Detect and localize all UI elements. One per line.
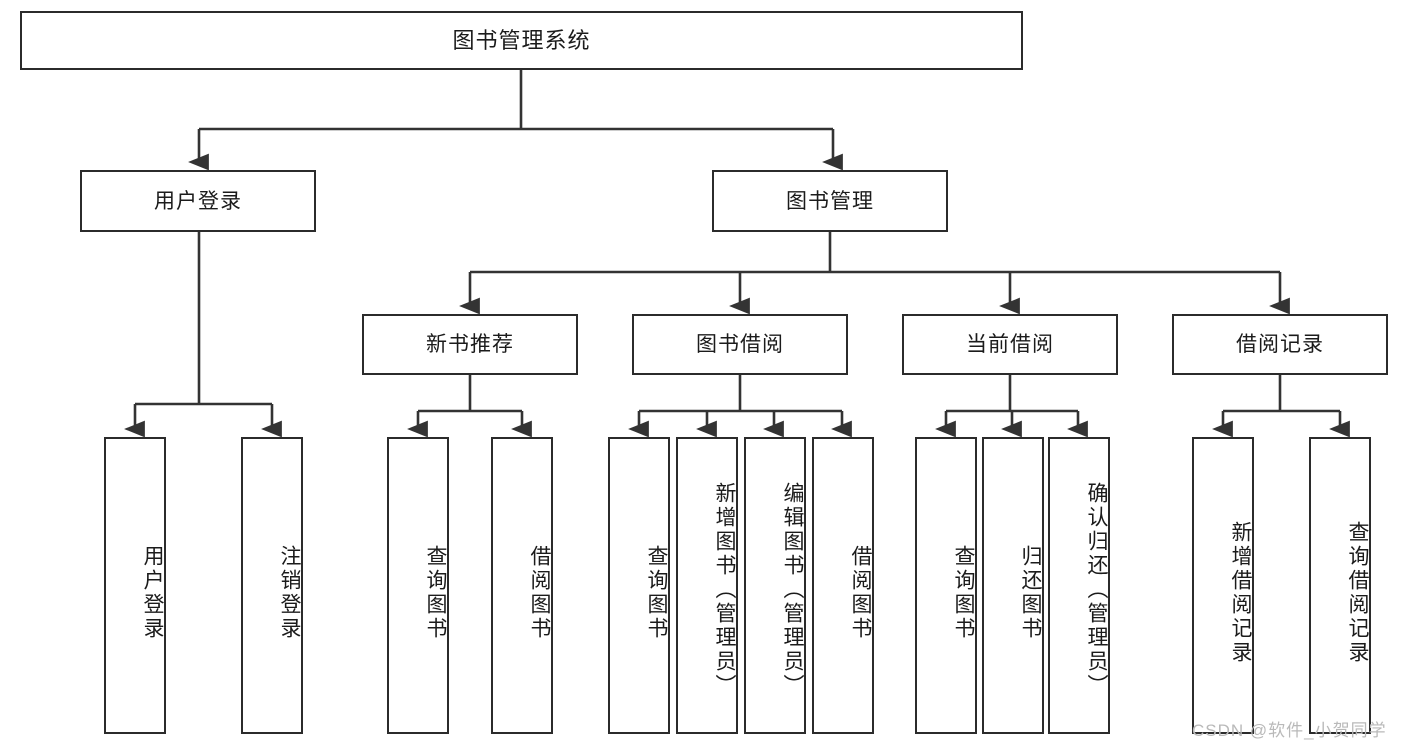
csdn-watermark: CSDN @软件_小贺同学 xyxy=(1192,721,1387,740)
leaf-user-login-logout[interactable]: 注销登录 xyxy=(241,437,303,734)
leaf-borrow-records-add-record[interactable]: 新增借阅记录 xyxy=(1192,437,1254,734)
leaf-new-book-query-book[interactable]: 查询图书 xyxy=(387,437,449,734)
leaf-current-borrow-return-book[interactable]: 归还图书 xyxy=(982,437,1044,734)
leaf-new-book-borrow-book[interactable]: 借阅图书 xyxy=(491,437,553,734)
leaf-book-borrow-borrow-book[interactable]: 借阅图书 xyxy=(812,437,874,734)
leaf-book-borrow-add-book-admin[interactable]: 新增图书（管理员） xyxy=(676,437,738,734)
node-book-borrow[interactable]: 图书借阅 xyxy=(632,314,848,375)
leaf-current-borrow-confirm-return-admin[interactable]: 确认归还（管理员） xyxy=(1048,437,1110,734)
leaf-user-login-login[interactable]: 用户登录 xyxy=(104,437,166,734)
node-current-borrow[interactable]: 当前借阅 xyxy=(902,314,1118,375)
node-new-book-recommend[interactable]: 新书推荐 xyxy=(362,314,578,375)
node-book-management[interactable]: 图书管理 xyxy=(712,170,948,232)
node-root-book-management-system[interactable]: 图书管理系统 xyxy=(20,11,1023,70)
leaf-book-borrow-query-book[interactable]: 查询图书 xyxy=(608,437,670,734)
node-borrow-records[interactable]: 借阅记录 xyxy=(1172,314,1388,375)
leaf-book-borrow-edit-book-admin[interactable]: 编辑图书（管理员） xyxy=(744,437,806,734)
leaf-current-borrow-query-book[interactable]: 查询图书 xyxy=(915,437,977,734)
leaf-borrow-records-query-record[interactable]: 查询借阅记录 xyxy=(1309,437,1371,734)
node-user-login[interactable]: 用户登录 xyxy=(80,170,316,232)
